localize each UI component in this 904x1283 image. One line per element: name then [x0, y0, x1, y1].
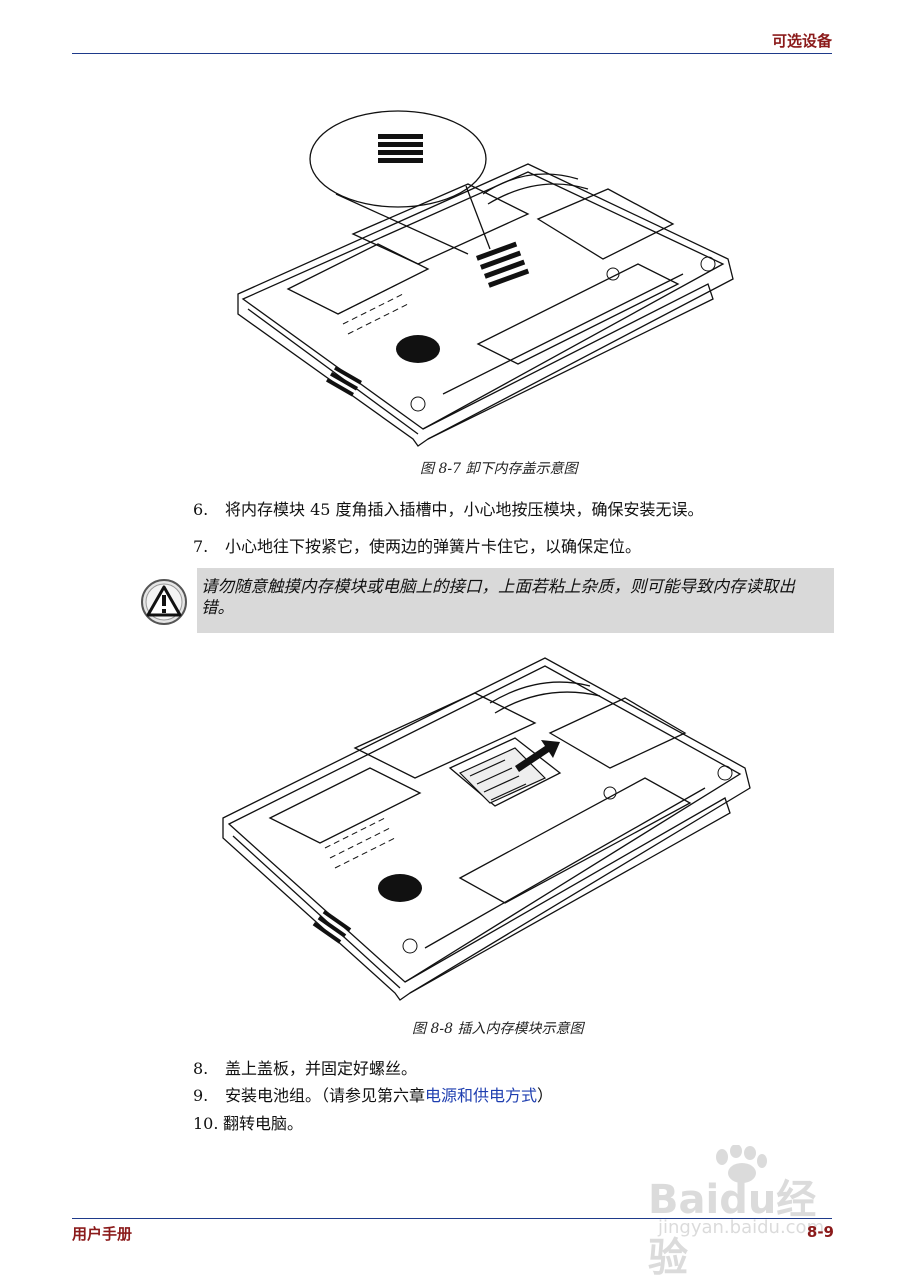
step-text: 盖上盖板，并固定好螺丝。 [225, 1059, 418, 1078]
page-number: 8-9 [806, 1223, 834, 1241]
step-text: 将内存模块 45 度角插入插槽中，小心地按压模块，确保安装无误。 [225, 500, 704, 519]
figure-insert-memory-module [222, 657, 751, 1001]
section-title: 可选设备 [771, 32, 832, 50]
step-item: 10.翻转电脑。 [193, 1110, 303, 1134]
step-number: 10. [193, 1114, 219, 1133]
figure-remove-memory-cover [237, 110, 734, 447]
step-number: 6. [193, 500, 209, 519]
step-item: 7. 小心地往下按紧它，使两边的弹簧片卡住它，以确保定位。 [193, 533, 641, 557]
step-text: 小心地往下按紧它，使两边的弹簧片卡住它，以确保定位。 [225, 537, 642, 556]
warning-triangle-icon [141, 579, 187, 625]
watermark-url: jingyan.baidu.com [658, 1217, 825, 1238]
manual-name: 用户手册 [72, 1225, 133, 1243]
step-text-end: ） [537, 1086, 554, 1105]
step-number: 7. [193, 537, 209, 556]
step-item: 9. 安装电池组。（请参见第六章电源和供电方式） [193, 1082, 553, 1106]
step-item: 8. 盖上盖板，并固定好螺丝。 [193, 1055, 417, 1079]
step-number: 9. [193, 1086, 209, 1105]
warning-text: 请勿随意触摸内存模块或电脑上的接口，上面若粘上杂质，则可能导致内存读取出错。 [201, 577, 795, 617]
step-text: 安装电池组。（请参见第六章 [225, 1086, 426, 1105]
figure-caption: 图 8-8 插入内存模块示意图 [412, 1021, 584, 1037]
footer-rule [72, 1218, 832, 1219]
header-rule [72, 53, 832, 54]
warning-note: 请勿随意触摸内存模块或电脑上的接口，上面若粘上杂质，则可能导致内存读取出错。 [197, 568, 834, 633]
power-chapter-link[interactable]: 电源和供电方式 [425, 1086, 538, 1105]
paw-icon [716, 1145, 767, 1183]
step-item: 6. 将内存模块 45 度角插入插槽中，小心地按压模块，确保安装无误。 [193, 496, 704, 520]
figure-caption: 图 8-7 卸下内存盖示意图 [420, 461, 578, 477]
step-number: 8. [193, 1059, 209, 1078]
step-text: 翻转电脑。 [223, 1114, 304, 1133]
